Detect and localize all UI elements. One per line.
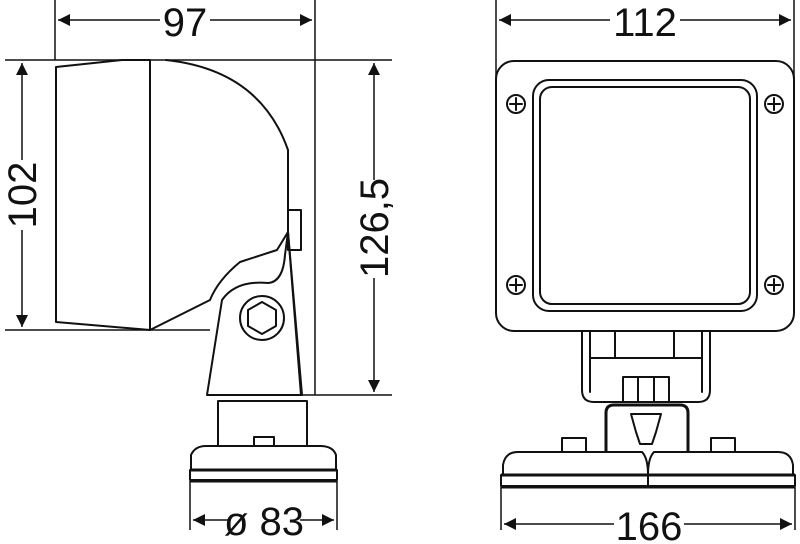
screw-icon [506, 275, 526, 295]
lens-outer [532, 79, 758, 312]
bolt-thread [630, 413, 662, 445]
nut [622, 376, 670, 403]
lamp-body-side [55, 59, 302, 331]
mount-bracket-front [581, 330, 711, 452]
screw-icon [506, 94, 526, 114]
magnetic-base-front [500, 437, 796, 530]
dim-base-diameter: ø 83 [193, 500, 334, 544]
dim-base-diameter-label: ø 83 [224, 500, 304, 544]
dim-total-height: 126,5 [353, 63, 397, 392]
lamp-frame [495, 60, 795, 332]
dim-total-height-label: 126,5 [353, 178, 397, 278]
front-view: 112 [495, 0, 796, 544]
dim-width: 112 [499, 1, 791, 45]
hex-nut-icon [247, 301, 277, 335]
dim-lamp-height-label: 102 [1, 162, 45, 229]
side-view: 97 102 126,5 [1, 0, 397, 544]
bolt-head [239, 295, 285, 341]
dim-depth-label: 97 [163, 1, 208, 45]
dim-base-width-label: 166 [616, 505, 683, 544]
dim-base-width: 166 [504, 505, 792, 544]
screw-icon [764, 94, 784, 114]
dim-width-label: 112 [613, 1, 677, 45]
mount-bracket-side [206, 231, 303, 396]
dim-lamp-height: 102 [1, 63, 45, 327]
lens-inner [539, 86, 751, 305]
screw-icon [764, 275, 784, 295]
dim-depth: 97 [58, 1, 312, 45]
magnetic-base-side [189, 400, 338, 530]
